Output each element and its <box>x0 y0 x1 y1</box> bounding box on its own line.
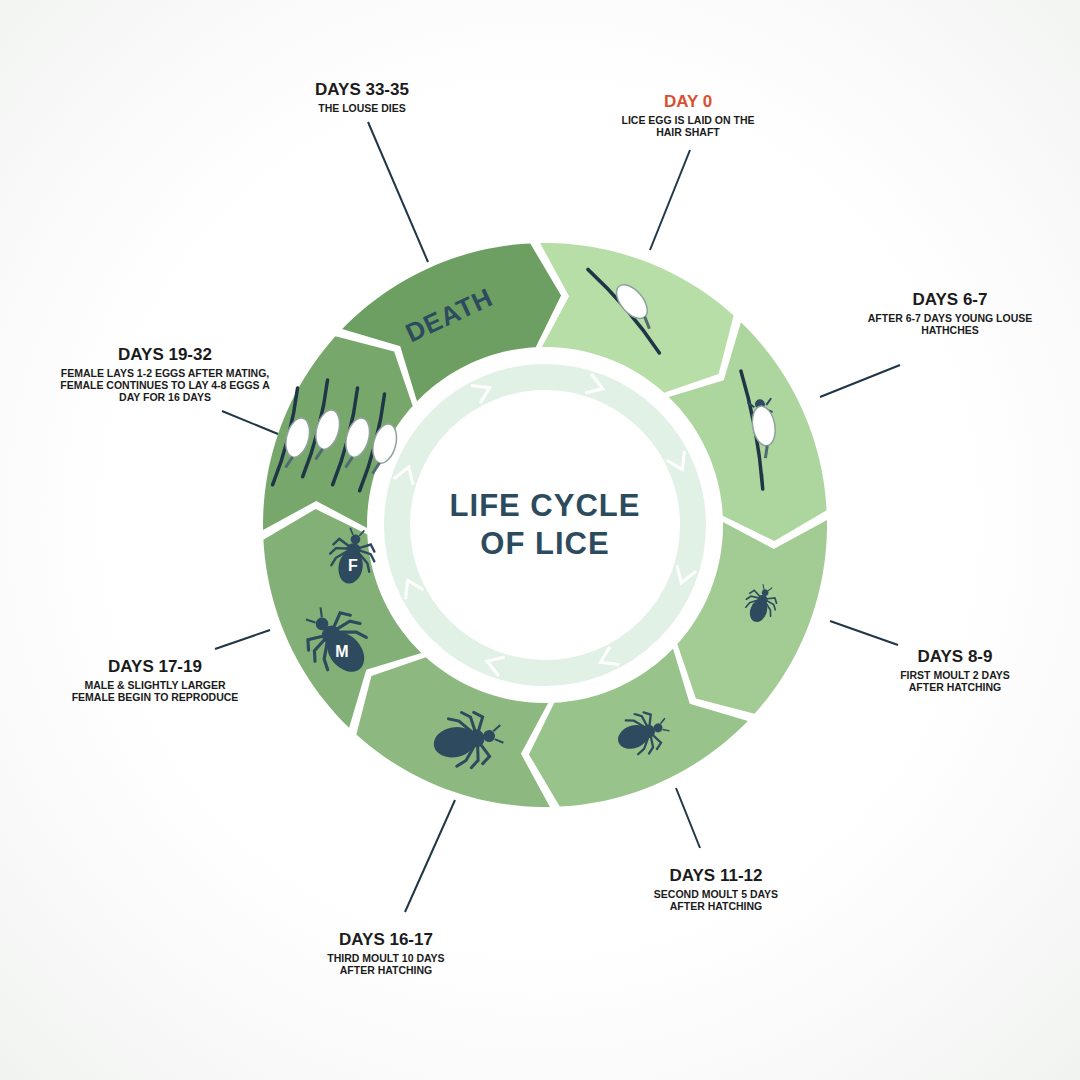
ring-chevron <box>600 647 619 665</box>
cycle-segment <box>342 243 561 401</box>
hair-egg-icon <box>588 254 677 354</box>
cycle-segment <box>263 336 413 530</box>
day-heading: DAYS 8-9 <box>890 647 1020 667</box>
cycle-segment <box>356 657 550 807</box>
ring-chevron <box>677 565 696 582</box>
stage-callout: DAYS 8-9FIRST MOULT 2 DAYS AFTER HATCHIN… <box>890 647 1020 693</box>
sex-mark: F <box>348 557 358 575</box>
stage-description: SECOND MOULT 5 DAYS AFTER HATCHING <box>641 888 791 912</box>
cycle-segment <box>263 509 421 728</box>
ring-chevron <box>585 374 602 393</box>
stage-description: FIRST MOULT 2 DAYS AFTER HATCHING <box>890 669 1020 693</box>
leader-line <box>405 800 455 912</box>
leader-line <box>650 150 690 250</box>
ring-chevron <box>394 467 413 484</box>
stage-callout: DAYS 19-32FEMALE LAYS 1-2 EGGS AFTER MAT… <box>50 345 280 403</box>
leader-line <box>830 621 898 645</box>
leader-line <box>222 411 278 434</box>
stage-description: THIRD MOULT 10 DAYS AFTER HATCHING <box>316 952 456 976</box>
stage-callout: DAYS 16-17THIRD MOULT 10 DAYS AFTER HATC… <box>316 930 456 976</box>
ring-chevron <box>405 580 423 599</box>
stage-description: THE LOUSE DIES <box>287 102 437 114</box>
hair-egg-icon <box>302 380 351 483</box>
day-heading: DAYS 6-7 <box>860 290 1040 310</box>
hair-egg-icon <box>359 394 408 497</box>
hair-egg-icon <box>272 388 321 491</box>
ring-chevron <box>487 657 504 676</box>
day-heading: DAYS 16-17 <box>316 930 456 950</box>
louse-icon <box>291 595 383 688</box>
leader-line <box>676 788 700 848</box>
diagram-title: LIFE CYCLE OF LICE <box>438 487 653 563</box>
cycle-segment <box>529 649 748 807</box>
stage-description: AFTER 6-7 DAYS YOUNG LOUSE HATHCHES <box>860 312 1040 336</box>
day-heading: DAYS 11-12 <box>641 866 791 886</box>
stage-callout: DAYS 33-35THE LOUSE DIES <box>287 80 437 114</box>
day-heading: DAYS 17-19 <box>65 657 245 677</box>
leader-line <box>368 122 428 262</box>
cycle-segment <box>677 520 827 714</box>
day-heading: DAYS 19-32 <box>50 345 280 365</box>
louse-icon <box>429 706 507 773</box>
cycle-segment <box>540 243 734 393</box>
louse-icon <box>740 581 782 627</box>
stage-callout: DAYS 17-19MALE & SLIGHTLY LARGER FEMALE … <box>65 657 245 703</box>
ring-chevron <box>471 385 490 403</box>
leader-line <box>820 365 900 397</box>
stage-description: LICE EGG IS LAID ON THE HAIR SHAFT <box>608 114 768 138</box>
hair-egg-icon <box>741 367 786 490</box>
stage-callout: DAYS 11-12SECOND MOULT 5 DAYS AFTER HATC… <box>641 866 791 912</box>
stage-description: MALE & SLIGHTLY LARGER FEMALE BEGIN TO R… <box>65 679 245 703</box>
cycle-segment <box>669 322 827 541</box>
stage-callout: DAY 0LICE EGG IS LAID ON THE HAIR SHAFT <box>608 92 768 138</box>
leader-line <box>215 630 270 649</box>
stage-description: FEMALE LAYS 1-2 EGGS AFTER MATING, FEMAL… <box>50 367 280 403</box>
day-heading: DAYS 33-35 <box>287 80 437 100</box>
stage-callout: DAYS 6-7AFTER 6-7 DAYS YOUNG LOUSE HATHC… <box>860 290 1040 336</box>
day-heading: DAY 0 <box>608 92 768 112</box>
hair-egg-icon <box>332 388 381 491</box>
sex-mark: M <box>335 643 348 661</box>
inner-ring <box>397 377 693 673</box>
louse-icon <box>611 705 674 762</box>
ring-chevron <box>667 451 685 470</box>
louse-icon <box>326 525 380 587</box>
